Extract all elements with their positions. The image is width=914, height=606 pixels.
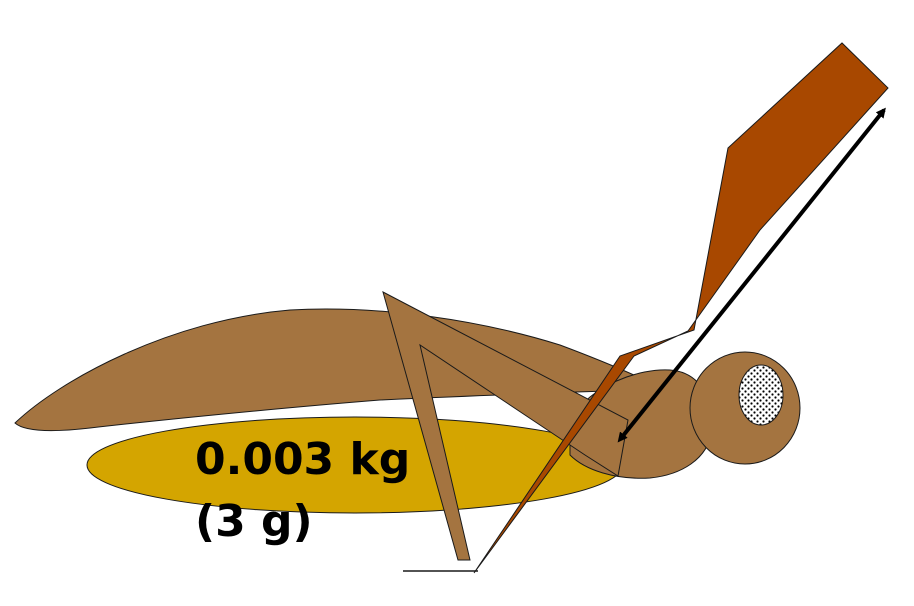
mass-kg-label: 0.003 kg: [195, 434, 410, 485]
compound-eye-icon: [738, 364, 784, 426]
double-headed-arrow-icon: [617, 107, 886, 443]
mass-g-label: (3 g): [195, 496, 313, 547]
